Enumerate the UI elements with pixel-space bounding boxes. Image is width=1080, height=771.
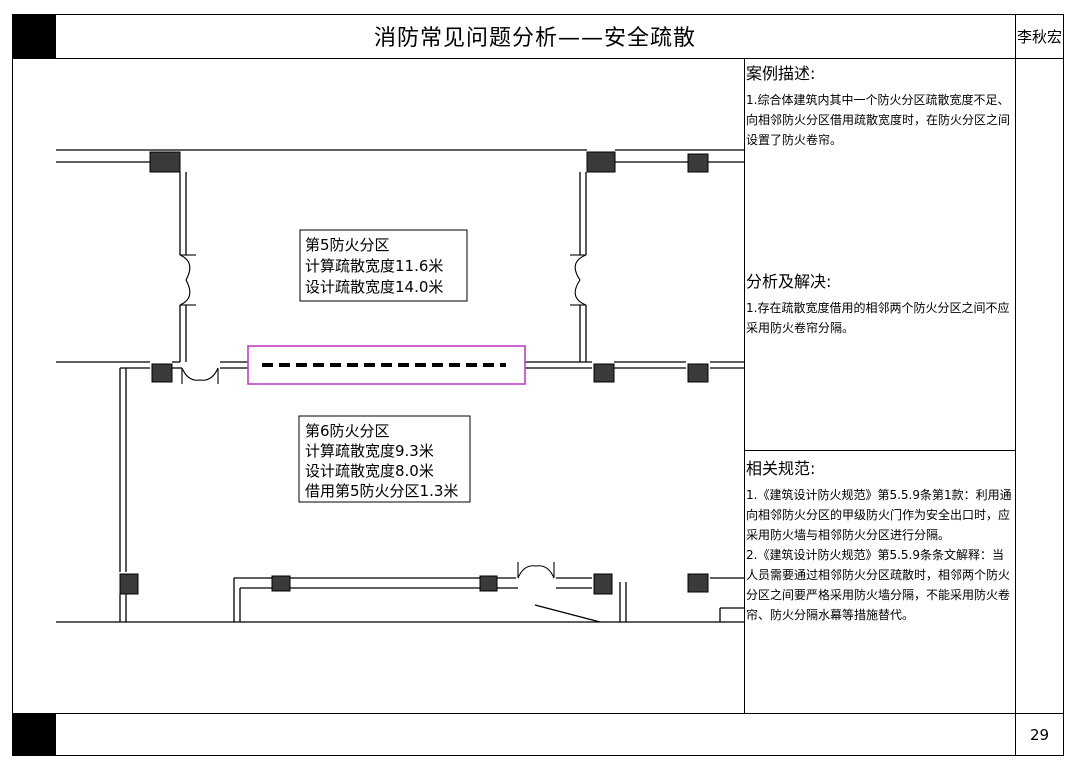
corner-block-top	[12, 14, 56, 58]
fire-shutter-highlight	[247, 345, 526, 385]
zone-5-design-width: 设计疏散宽度14.0米	[305, 278, 443, 296]
walls	[56, 149, 744, 623]
zone-5-name: 第5防火分区	[305, 236, 390, 254]
right-column-divider	[1015, 14, 1016, 756]
zone-5-text: 第5防火分区 计算疏散宽度11.6米 设计疏散宽度14.0米	[305, 236, 443, 296]
page-number: 29	[1029, 725, 1050, 744]
text-panel-divider	[744, 58, 745, 713]
case-heading: 案例描述:	[746, 64, 816, 83]
zone-6-borrowed-width: 借用第5防火分区1.3米	[305, 482, 458, 500]
corner-block-bottom	[12, 713, 56, 756]
codes-item-1: 1.《建筑设计防火规范》第5.5.9条第1款：利用通向相邻防火分区的甲级防火门作…	[746, 488, 1012, 542]
page-title: 消防常见问题分析——安全疏散	[373, 26, 696, 51]
page-frame	[12, 14, 1064, 756]
zone-6-name: 第6防火分区	[305, 422, 390, 440]
analysis-heading: 分析及解决:	[746, 272, 832, 291]
related-codes-section: 相关规范: 1.《建筑设计防火规范》第5.5.9条第1款：利用通向相邻防火分区的…	[746, 459, 1014, 625]
door-symbols	[179, 254, 587, 579]
codes-top-divider	[744, 450, 1015, 451]
header-divider	[12, 58, 1064, 59]
zone-6-text: 第6防火分区 计算疏散宽度9.3米 设计疏散宽度8.0米 借用第5防火分区1.3…	[305, 422, 458, 500]
zone-6-design-width: 设计疏散宽度8.0米	[305, 462, 434, 480]
case-item-1: 1.综合体建筑内其中一个防火分区疏散宽度不足、向相邻防火分区借用疏散宽度时，在防…	[746, 93, 1011, 147]
author-name: 李秋宏	[1016, 27, 1062, 46]
analysis-item-1: 1.存在疏散宽度借用的相邻两个防火分区之间不应采用防火卷帘分隔。	[746, 301, 1010, 335]
zone-5-label-box	[299, 229, 468, 302]
footer-divider	[12, 713, 1064, 714]
zone-5-calc-width: 计算疏散宽度11.6米	[305, 257, 443, 275]
codes-heading: 相关规范:	[746, 459, 816, 478]
analysis-section: 分析及解决: 1.存在疏散宽度借用的相邻两个防火分区之间不应采用防火卷帘分隔。	[746, 272, 1014, 338]
structural-columns	[119, 151, 709, 595]
zone-6-calc-width: 计算疏散宽度9.3米	[305, 442, 434, 460]
case-description-section: 案例描述: 1.综合体建筑内其中一个防火分区疏散宽度不足、向相邻防火分区借用疏散…	[746, 64, 1014, 150]
zone-6-label-box	[298, 415, 471, 503]
floor-plan-drawing: 第5防火分区 计算疏散宽度11.6米 设计疏散宽度14.0米 第6防火分区 计算…	[56, 149, 744, 623]
codes-item-2: 2.《建筑设计防火规范》第5.5.9条条文解释：当人员需要通过相邻防火分区疏散时…	[746, 548, 1011, 622]
